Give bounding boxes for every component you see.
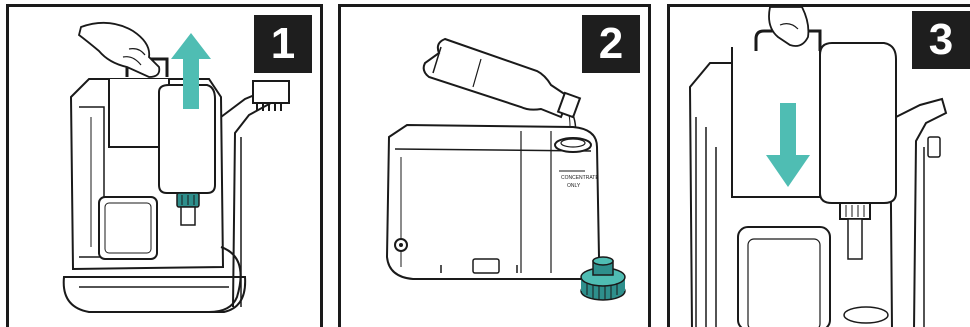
dirty-water-tank bbox=[738, 227, 830, 327]
hose-wand bbox=[896, 99, 946, 327]
svg-text:ONLY: ONLY bbox=[567, 183, 581, 189]
dirty-water-tank bbox=[99, 197, 157, 259]
step-3-panel: 3 bbox=[667, 4, 970, 327]
step-number-badge: 2 bbox=[582, 15, 640, 73]
step-number-badge: 3 bbox=[912, 11, 970, 69]
machine-base bbox=[64, 277, 245, 312]
step-number-badge: 1 bbox=[254, 15, 312, 73]
cap-icon bbox=[840, 203, 870, 219]
step-1-panel: 1 bbox=[6, 4, 323, 327]
svg-text:CONCENTRATE: CONCENTRATE bbox=[561, 175, 599, 181]
hand-icon bbox=[769, 7, 808, 46]
hand-icon bbox=[79, 23, 159, 77]
step-2-panel: CONCENTRATE ONLY 2 bbox=[338, 4, 651, 327]
hose-wand bbox=[221, 89, 271, 307]
clean-water-tank bbox=[732, 47, 820, 197]
bottle-icon bbox=[424, 39, 580, 117]
